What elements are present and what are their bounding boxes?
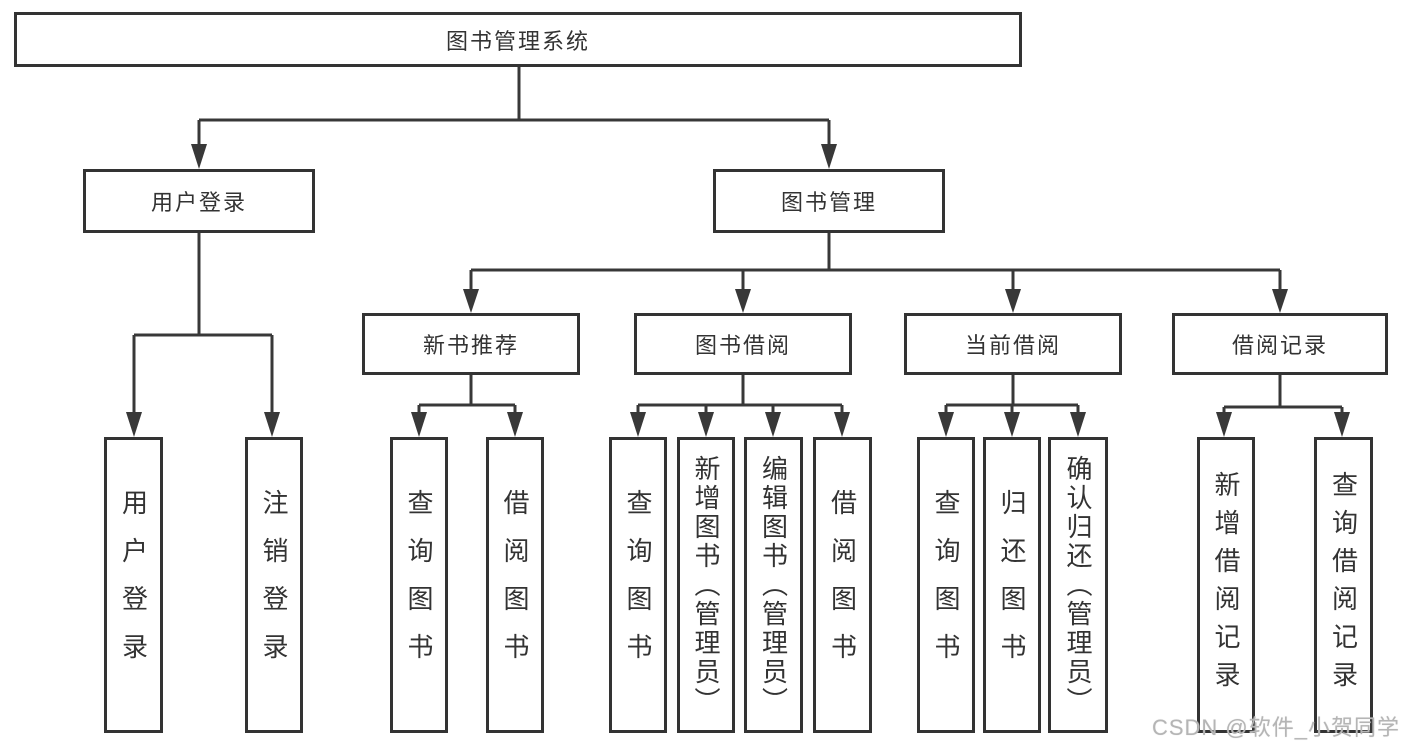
node-label: 借阅记录 — [1231, 333, 1328, 358]
leaf-query-books: 查询图书 — [390, 437, 448, 733]
node-current-borrow: 当前借阅 — [904, 313, 1122, 375]
arrowhead — [126, 412, 142, 437]
node-label: 归还图书 — [997, 489, 1027, 681]
arrowhead — [735, 289, 751, 313]
leaf-query-books: 查询图书 — [609, 437, 667, 733]
leaf-return-books: 归还图书 — [983, 437, 1041, 733]
node-label: 图书管理 — [780, 190, 877, 215]
arrowhead — [1005, 289, 1021, 313]
node-label: 编辑图书（管理员） — [758, 454, 789, 716]
arrowhead — [1004, 412, 1020, 437]
node-label: 用户登录 — [150, 190, 247, 215]
node-new-book-recommend: 新书推荐 — [362, 313, 580, 375]
leaf-borrow-books: 借阅图书 — [813, 437, 872, 733]
edge-current-to-leaves — [944, 375, 1080, 414]
arrowhead — [821, 144, 837, 169]
node-book-borrow: 图书借阅 — [634, 313, 852, 375]
edge-newbook-to-leaves — [417, 375, 517, 414]
arrowhead — [630, 412, 646, 437]
arrowhead — [1216, 412, 1232, 437]
node-label: 用户登录 — [118, 489, 149, 681]
node-label: 查询借阅记录 — [1328, 471, 1359, 699]
node-label: 当前借阅 — [964, 333, 1061, 358]
leaf-query-books: 查询图书 — [917, 437, 975, 733]
arrowhead — [463, 289, 479, 313]
arrowhead — [191, 144, 207, 169]
leaf-confirm-return-admin: 确认归还（管理员） — [1048, 437, 1108, 733]
node-label: 查询图书 — [623, 489, 653, 681]
arrowhead — [1070, 412, 1086, 437]
node-label: 注销登录 — [259, 489, 289, 681]
node-label: 借阅图书 — [827, 489, 858, 681]
arrowhead — [765, 412, 781, 437]
arrowhead — [1334, 412, 1350, 437]
node-borrow-records: 借阅记录 — [1172, 313, 1388, 375]
arrowhead — [264, 412, 280, 437]
edge-userlogin-to-leaves — [132, 233, 274, 414]
edge-records-to-leaves — [1222, 375, 1344, 414]
node-label: 图书借阅 — [694, 333, 791, 358]
node-label: 查询图书 — [404, 489, 434, 681]
leaf-add-books-admin: 新增图书（管理员） — [677, 437, 735, 733]
arrowhead — [938, 412, 954, 437]
node-user-login: 用户登录 — [83, 169, 315, 233]
node-root: 图书管理系统 — [14, 12, 1022, 67]
node-label: 新书推荐 — [422, 333, 519, 358]
node-label: 图书管理系统 — [445, 28, 590, 54]
leaf-user-login: 用户登录 — [104, 437, 163, 733]
edge-root-to-level2 — [197, 67, 831, 146]
node-label: 新增图书（管理员） — [691, 454, 721, 716]
node-label: 确认归还（管理员） — [1063, 454, 1093, 716]
arrowhead — [1272, 289, 1288, 313]
leaf-logout: 注销登录 — [245, 437, 303, 733]
arrowhead — [698, 412, 714, 437]
node-label: 查询图书 — [931, 489, 961, 681]
leaf-edit-books-admin: 编辑图书（管理员） — [744, 437, 803, 733]
arrowhead — [834, 412, 850, 437]
node-label: 借阅图书 — [500, 489, 530, 681]
edge-bookmgmt-to-level3 — [469, 233, 1282, 291]
node-book-management: 图书管理 — [713, 169, 945, 233]
arrowhead — [507, 412, 523, 437]
arrowhead — [411, 412, 427, 437]
leaf-query-borrow-record: 查询借阅记录 — [1314, 437, 1373, 733]
node-label: 新增借阅记录 — [1211, 471, 1241, 699]
leaf-borrow-books: 借阅图书 — [486, 437, 544, 733]
edge-borrow-to-leaves — [636, 375, 844, 414]
leaf-add-borrow-record: 新增借阅记录 — [1197, 437, 1255, 733]
